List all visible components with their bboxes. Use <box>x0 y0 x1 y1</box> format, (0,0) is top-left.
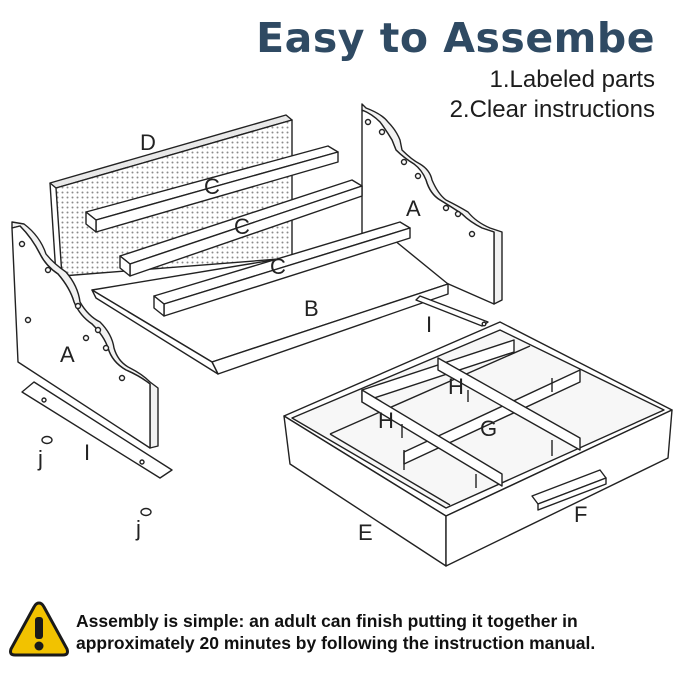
rail-i-right <box>415 295 489 327</box>
label-i-right: I <box>426 312 432 337</box>
notice-line-2: approximately 20 minutes by following th… <box>76 633 596 653</box>
label-a-left: A <box>60 342 75 367</box>
rail-i-left <box>21 381 173 479</box>
label-c-middle: C <box>234 214 250 239</box>
warning-icon <box>9 601 69 657</box>
label-i-left: I <box>84 440 90 465</box>
label-j-upper: j <box>37 446 43 471</box>
drawer-handle-f <box>531 469 607 511</box>
shelf-c-middle <box>119 179 363 277</box>
notice-line-1: Assembly is simple: an adult can finish … <box>76 611 578 631</box>
base-board-b <box>91 239 449 375</box>
label-h-upper: H <box>448 374 464 399</box>
feature-clear-instructions: 2.Clear instructions <box>449 96 655 123</box>
label-j-lower: j <box>135 516 141 541</box>
page-title: Easy to Assembe <box>256 14 655 62</box>
label-h-left: H <box>378 408 394 433</box>
assembly-notice: Assembly is simple: an adult can finish … <box>76 610 595 654</box>
feature-labeled-parts: 1.Labeled parts <box>489 66 655 93</box>
shelf-c-top <box>85 145 339 233</box>
label-f: F <box>574 502 587 527</box>
label-g: G <box>480 416 497 441</box>
label-b: B <box>304 296 319 321</box>
label-c-top: C <box>204 174 220 199</box>
side-panel-a-left <box>11 221 159 449</box>
label-a-right: A <box>406 196 421 221</box>
drawer-dividers <box>361 339 581 488</box>
label-d: D <box>140 130 156 155</box>
label-e: E <box>358 520 373 545</box>
screw-j-upper <box>41 435 53 445</box>
screw-j-lower <box>140 507 152 517</box>
label-c-lower: C <box>270 254 286 279</box>
shelf-c-lower <box>153 221 411 317</box>
